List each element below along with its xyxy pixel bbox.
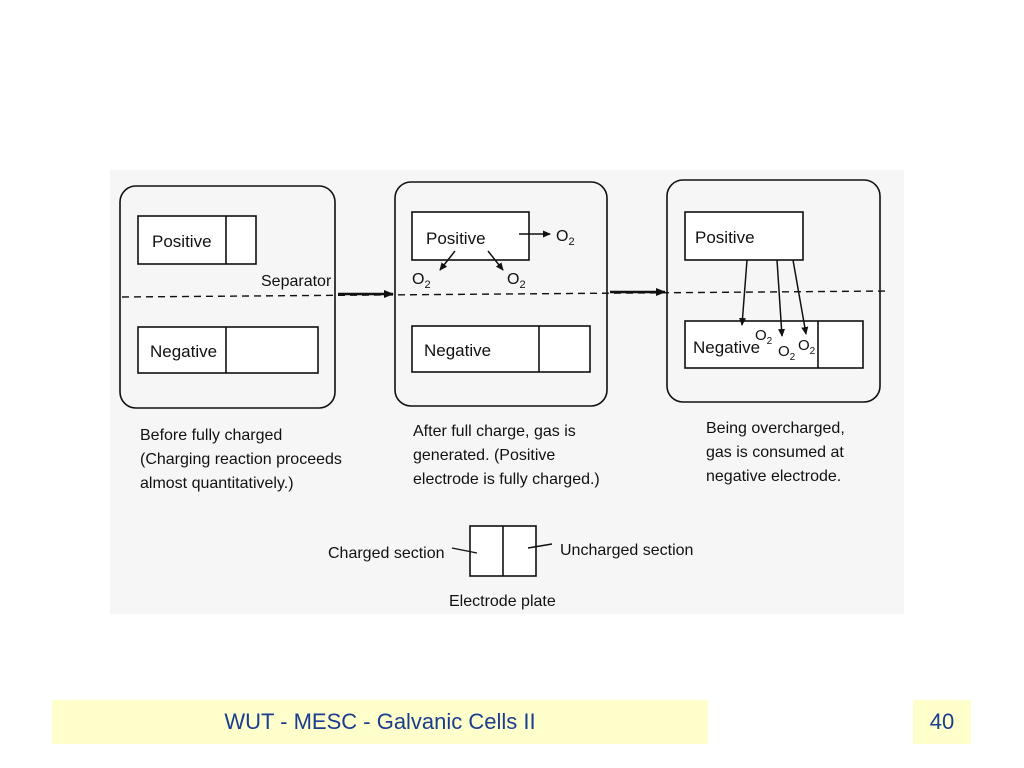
gas-arrow-down xyxy=(739,259,748,326)
caption-panel-2: After full charge, gas is generated. (Po… xyxy=(413,423,600,488)
o2-label: O2 xyxy=(755,327,773,347)
footer-title-text: WUT - MESC - Galvanic Cells II xyxy=(224,709,536,734)
o2-label: O2 xyxy=(412,271,431,291)
positive-label-2: Positive xyxy=(426,229,486,248)
panel-after-charge: Positive Negative O2 O2 O2 xyxy=(394,181,608,407)
gas-arrow-down xyxy=(792,259,809,335)
negative-label-3: Negative xyxy=(693,338,760,357)
cell-frame-3 xyxy=(666,179,881,403)
negative-label-1: Negative xyxy=(150,342,217,361)
o2-label: O2 xyxy=(798,337,816,357)
caption-panel-3: Being overcharged, gas is consumed at ne… xyxy=(706,420,849,485)
positive-plate-2 xyxy=(411,211,530,261)
legend-pointer-uncharged xyxy=(527,543,553,549)
o2-label: O2 xyxy=(778,343,796,363)
gas-arrow-left xyxy=(439,250,456,271)
caption-panel-1: Before fully charged (Charging reaction … xyxy=(140,427,346,492)
legend-charged-label: Charged section xyxy=(328,545,445,562)
positive-plate-3 xyxy=(684,211,804,261)
separator-label: Separator xyxy=(261,273,332,290)
legend-plate-label: Electrode plate xyxy=(449,593,556,610)
legend-pointer-charged xyxy=(451,547,478,554)
panel-before-charged: Positive Negative Separator xyxy=(119,185,336,409)
page-number: 40 xyxy=(913,700,971,744)
positive-label-1: Positive xyxy=(152,232,212,251)
panel-overcharged: Positive Negative O2 O2 O2 xyxy=(666,179,881,403)
o2-label: O2 xyxy=(507,271,526,291)
footer-title: WUT - MESC - Galvanic Cells II xyxy=(52,700,708,744)
positive-label-3: Positive xyxy=(695,228,755,247)
cell-frame-2 xyxy=(394,181,608,407)
legend: Charged section Uncharged section Electr… xyxy=(328,525,693,610)
o2-label: O2 xyxy=(556,228,575,248)
negative-plate-3 xyxy=(684,320,864,369)
negative-plate-1 xyxy=(137,326,319,374)
positive-plate-1 xyxy=(137,215,257,265)
negative-plate-2 xyxy=(411,325,591,373)
electrode-charging-diagram: Positive Negative Separator Positive Neg… xyxy=(110,170,904,614)
separator-line xyxy=(121,290,891,298)
diagram-svg: Positive Negative Separator Positive Neg… xyxy=(119,179,891,610)
cell-frame-1 xyxy=(119,185,336,409)
gas-arrow-down xyxy=(487,250,504,271)
legend-uncharged-label: Uncharged section xyxy=(560,542,693,559)
gas-arrow-down xyxy=(776,259,786,337)
negative-label-2: Negative xyxy=(424,341,491,360)
page-number-text: 40 xyxy=(929,709,955,734)
